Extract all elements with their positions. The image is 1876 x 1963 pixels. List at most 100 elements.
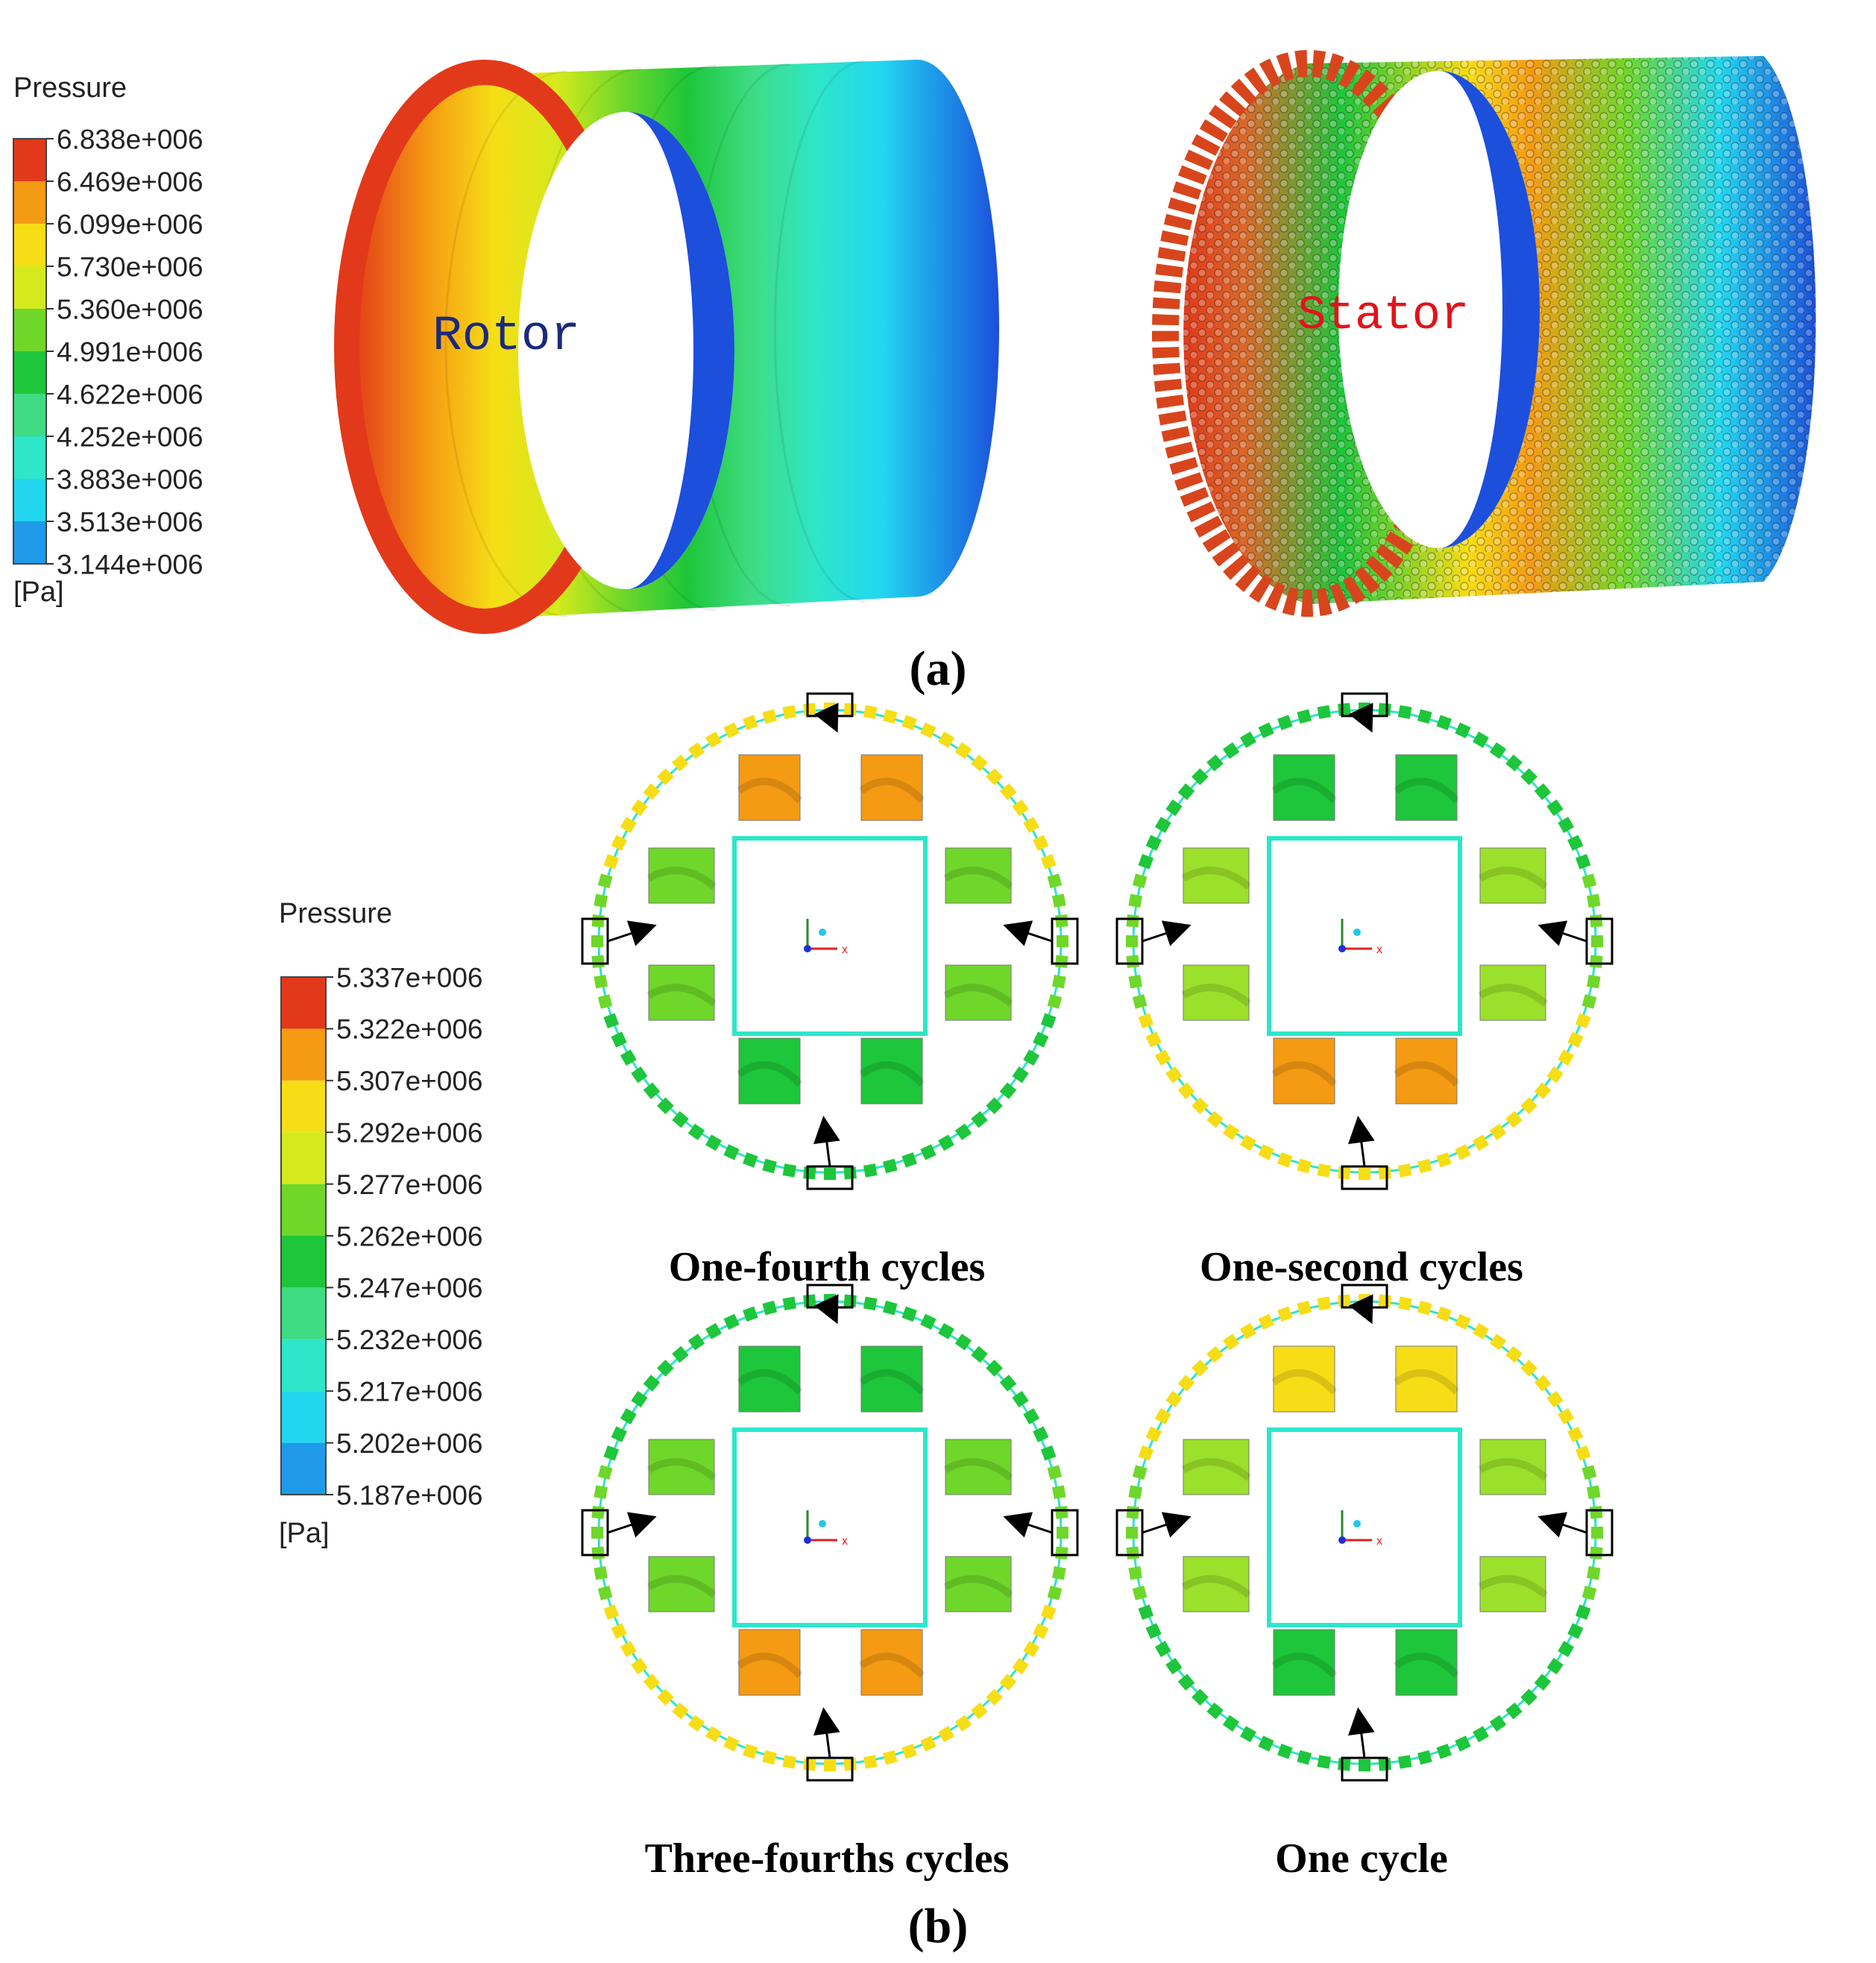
groove: [1240, 731, 1256, 748]
groove: [954, 1334, 972, 1351]
legend-a: Pressure 6.838e+0066.469e+0066.099e+0065…: [13, 72, 204, 608]
pad-contour: [943, 1458, 1014, 1481]
groove: [1558, 1641, 1575, 1657]
groove: [1177, 1082, 1195, 1099]
callout-arrow: [1347, 1116, 1375, 1167]
stator-grooves: [1126, 1294, 1603, 1771]
groove: [672, 1345, 689, 1363]
panel-b-label: (b): [908, 1899, 969, 1953]
pad-contour: [736, 1369, 803, 1395]
groove: [1128, 893, 1142, 908]
legend-b-swatch: [281, 1080, 326, 1133]
groove: [1359, 1759, 1370, 1771]
groove: [1145, 1623, 1162, 1639]
groove: [1023, 1049, 1040, 1066]
groove: [1145, 1031, 1162, 1048]
groove: [1581, 1465, 1597, 1480]
groove: [1154, 1641, 1171, 1657]
groove: [1057, 935, 1068, 947]
groove: [620, 1408, 637, 1425]
groove: [1297, 1300, 1312, 1316]
callout-arrow: [607, 1512, 657, 1538]
legend-a-swatch: [13, 224, 46, 266]
groove: [1338, 1758, 1351, 1771]
groove: [1258, 722, 1274, 738]
legend-a-swatch: [13, 181, 46, 224]
groove: [1520, 1360, 1537, 1377]
groove: [986, 1689, 1003, 1706]
groove: [1534, 1375, 1552, 1392]
groove: [657, 1360, 674, 1377]
groove: [920, 722, 937, 738]
groove: [1587, 974, 1601, 989]
groove: [863, 1755, 878, 1769]
groove: [1055, 914, 1068, 928]
legend-b-swatch: [281, 1184, 326, 1236]
legend-b-tick-label: 5.202e+006: [336, 1428, 483, 1459]
groove: [1590, 914, 1603, 928]
legend-b-tick-label: 5.277e+006: [336, 1169, 483, 1200]
legend-a-tick-label: 6.099e+006: [57, 209, 204, 239]
groove: [1040, 1445, 1057, 1461]
callout-arrow: [1537, 1512, 1587, 1538]
groove: [1138, 854, 1154, 870]
groove: [743, 714, 758, 731]
pad-contour: [858, 777, 925, 804]
pad: [860, 1629, 923, 1696]
callout-arrow: [1348, 1294, 1373, 1325]
groove: [591, 1506, 605, 1519]
groove: [1154, 1049, 1171, 1066]
groove: [594, 1485, 608, 1500]
groove: [1206, 754, 1224, 772]
pad-contour: [1478, 867, 1549, 890]
groove: [1258, 1144, 1274, 1160]
legend-a-ticks: 6.838e+0066.469e+0066.099e+0065.730e+006…: [46, 124, 204, 580]
pad-contour: [1478, 1458, 1549, 1481]
groove: [1473, 731, 1489, 748]
groove: [1052, 893, 1066, 908]
groove: [611, 1031, 627, 1048]
panel-a: Pressure 6.838e+0066.469e+0066.099e+0065…: [13, 50, 1816, 696]
groove: [743, 1152, 758, 1168]
groove: [723, 722, 740, 738]
groove: [1567, 1031, 1584, 1048]
pads: [1181, 754, 1549, 1105]
legend-b-swatch: [281, 1339, 326, 1392]
groove: [1222, 742, 1240, 759]
axis-x-label: x: [1376, 943, 1382, 956]
rotor-bore-shadow: [626, 112, 734, 589]
groove: [1040, 1604, 1057, 1620]
groove: [1177, 1674, 1195, 1691]
groove: [971, 1111, 988, 1128]
groove: [1192, 1689, 1209, 1706]
groove: [1277, 714, 1293, 731]
pad: [1395, 1629, 1458, 1696]
legend-b-swatch: [281, 977, 326, 1029]
stator-label: Stator: [1297, 289, 1469, 343]
groove: [1126, 955, 1139, 968]
groove: [1567, 1426, 1584, 1442]
groove: [1277, 1743, 1293, 1759]
legend-a-tick-label: 3.144e+006: [57, 549, 204, 580]
groove: [1258, 1313, 1274, 1330]
groove: [1397, 1755, 1412, 1769]
groove: [1505, 754, 1523, 772]
groove: [1055, 955, 1068, 968]
groove: [1436, 1152, 1452, 1168]
groove: [1128, 1565, 1142, 1580]
groove: [1206, 1345, 1224, 1363]
groove: [1489, 1715, 1507, 1732]
callout-arrow: [813, 1116, 840, 1167]
legend-a-unit: [Pa]: [13, 577, 64, 608]
groove: [1033, 1031, 1049, 1048]
groove: [611, 1426, 627, 1442]
pad: [738, 1629, 801, 1696]
groove: [1417, 1750, 1432, 1765]
groove: [901, 1306, 917, 1322]
pad: [945, 964, 1012, 1021]
groove: [1546, 1657, 1564, 1675]
groove: [1473, 1134, 1489, 1152]
groove: [1534, 1082, 1552, 1099]
